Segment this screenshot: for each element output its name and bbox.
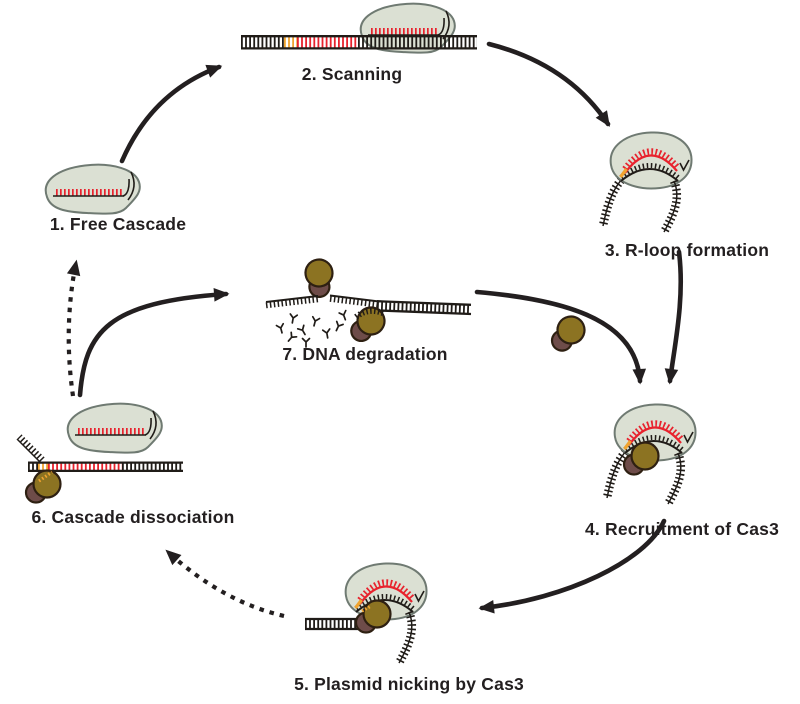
plasmid-nicking-group-step5 <box>305 563 427 663</box>
dna-degradation-group-step7 <box>265 253 472 348</box>
cycle-arrows <box>66 41 683 619</box>
arrow-6-to-1-dashed <box>66 259 81 397</box>
dna-fragments-icon <box>275 309 350 348</box>
plasmid-dna-ladder-step2 <box>241 35 477 50</box>
arrow-3-to-4 <box>664 249 683 385</box>
step-label-5: 5. Plasmid nicking by Cas3 <box>294 674 524 694</box>
free-cas3-icon <box>546 312 590 354</box>
rloop-cas3-complex-icon-step4 <box>607 404 696 504</box>
nicked-plasmid-ladder-step6 <box>16 434 183 473</box>
step-label-6: 6. Cascade dissociation <box>31 507 235 527</box>
cascade-complex-icon-step6 <box>68 404 162 453</box>
cascade-dissociation-group-step6 <box>16 404 183 504</box>
cascade-complex-icon-step1 <box>46 165 140 214</box>
degraded-dna-strands <box>265 294 472 316</box>
arrow-6-to-7 <box>77 288 230 398</box>
rloop-complex-icon-step3 <box>603 132 692 232</box>
cascade-scanning-group <box>241 4 477 53</box>
arrow-7-to-4 <box>474 289 647 385</box>
step-label-1: 1. Free Cascade <box>49 214 187 234</box>
step-label-4: 4. Recruitment of Cas3 <box>584 519 780 539</box>
arrow-1-to-2 <box>119 64 223 164</box>
arrow-5-to-6-dashed <box>165 549 285 619</box>
cas3-enzyme-icon-step6 <box>24 469 62 504</box>
nicked-dna-ladder <box>305 617 360 631</box>
step-label-3: 3. R-loop formation <box>604 240 770 260</box>
step-label-7: 7. DNA degradation <box>282 344 448 364</box>
step-label-2: 2. Scanning <box>301 64 403 84</box>
arrow-2-to-3 <box>486 41 611 127</box>
cas3-enzyme-icon-step7a <box>294 253 344 302</box>
arrow-4-to-5 <box>478 518 667 614</box>
